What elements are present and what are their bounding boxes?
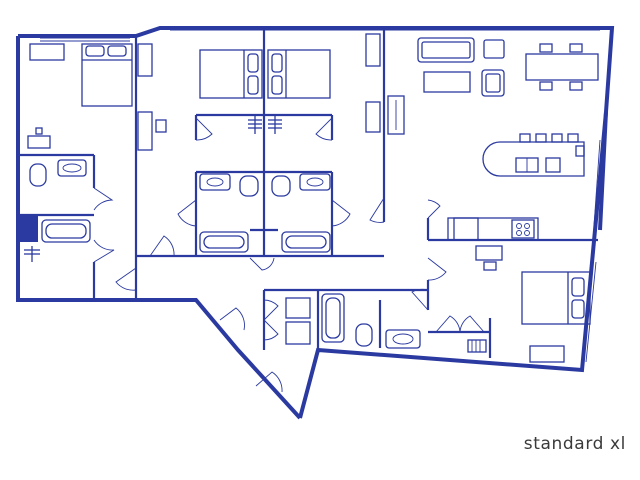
closet-units <box>285 297 311 345</box>
kitchen-island <box>482 133 585 177</box>
exterior-walls <box>16 26 615 420</box>
kitchen-counter <box>447 217 539 241</box>
plan-caption: standard xl <box>523 434 626 454</box>
structural-column <box>18 216 38 242</box>
interior-walls <box>18 30 598 358</box>
dining-table <box>525 43 599 91</box>
windows <box>40 29 601 363</box>
bed-right <box>521 271 591 325</box>
bed-middle-left <box>199 49 263 99</box>
bathroom-fixtures <box>24 116 487 353</box>
bed-left <box>81 43 133 107</box>
storage-furniture <box>29 33 565 363</box>
living-area <box>417 37 505 97</box>
door-swings <box>93 117 485 393</box>
bed-middle-right <box>267 49 331 99</box>
